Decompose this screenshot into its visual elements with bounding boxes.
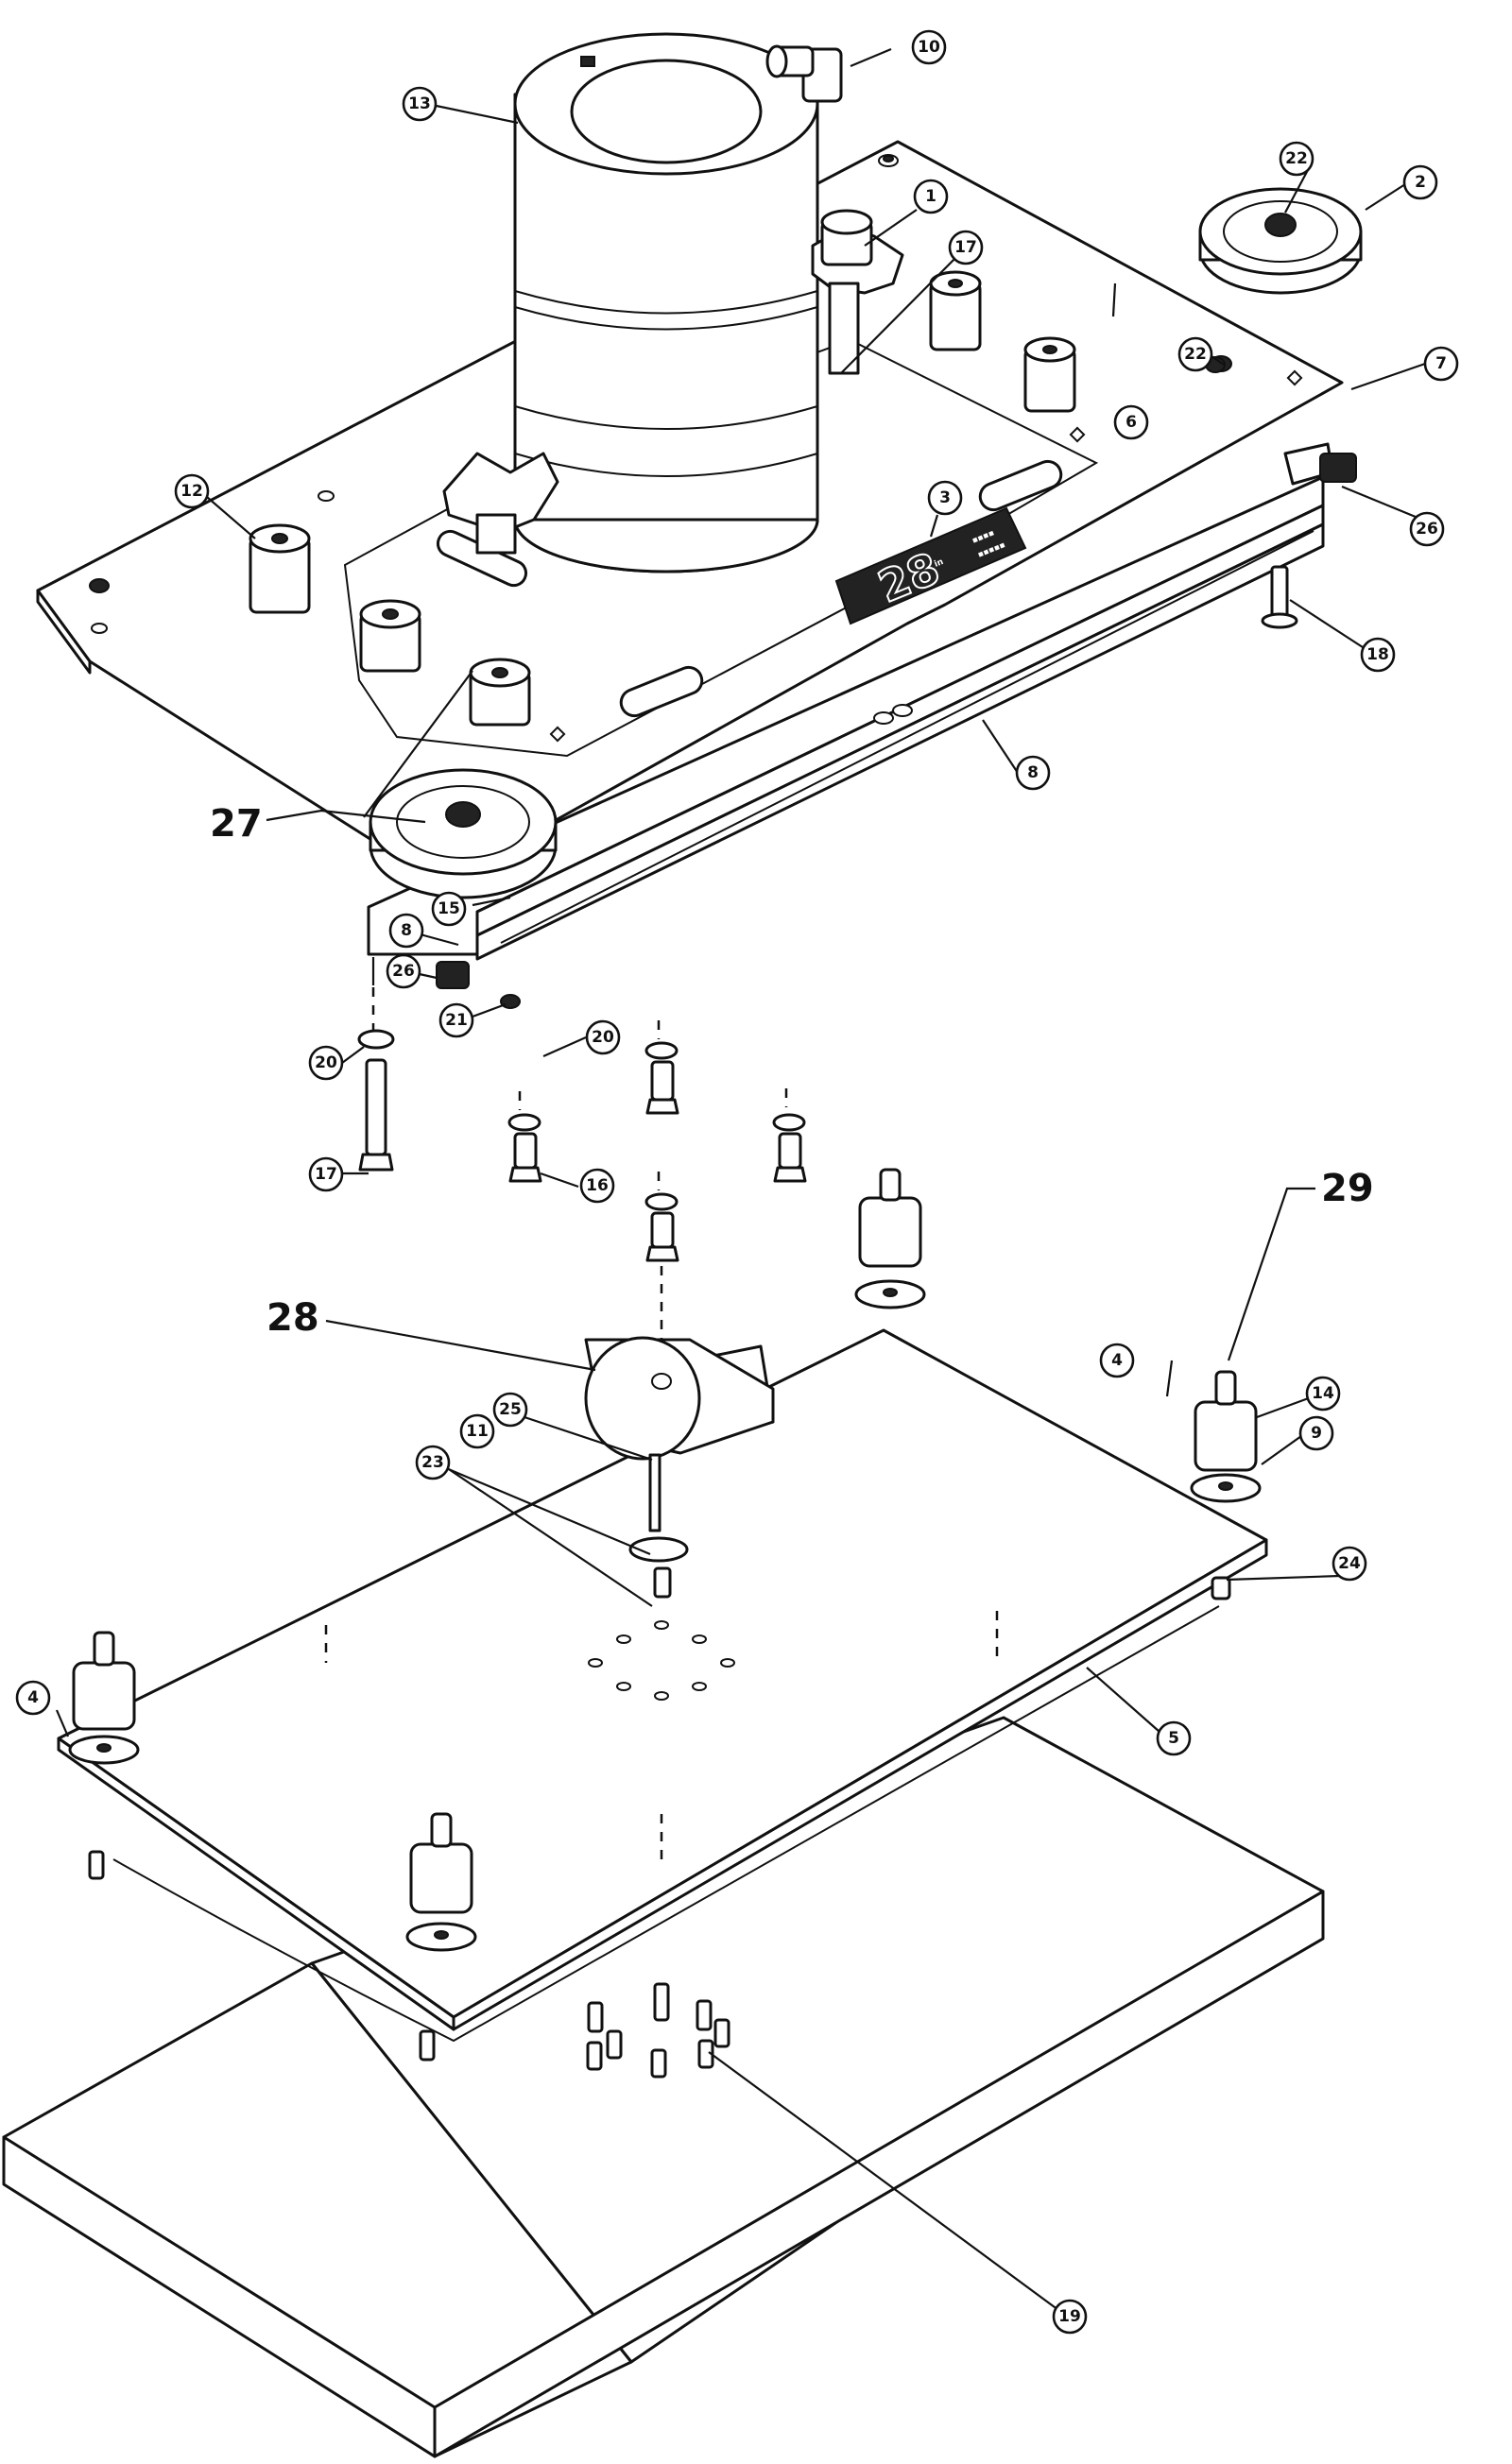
callout-20b: 20 — [585, 1019, 621, 1055]
callout-4a: 4 — [1099, 1343, 1135, 1378]
callout-22a: 22 — [1279, 141, 1314, 177]
lower-plate — [57, 1328, 1268, 2043]
callout-14: 14 — [1305, 1376, 1341, 1412]
nameplate-unit: in — [933, 557, 945, 570]
callout-23: 23 — [415, 1445, 451, 1480]
callout-17b: 17 — [308, 1156, 344, 1192]
foot-left — [68, 1631, 140, 1765]
callout-25: 25 — [492, 1392, 528, 1428]
callout-label: 17 — [315, 1165, 337, 1184]
callout-1: 1 — [913, 179, 949, 214]
callout-label: 22 — [1285, 149, 1308, 168]
clamp-knob-left — [442, 452, 559, 555]
callout-17a: 17 — [948, 230, 984, 265]
callout-label: 19 — [1058, 2307, 1081, 2326]
callout-label: 9 — [1311, 1424, 1322, 1443]
callout-12: 12 — [174, 473, 210, 509]
pulley-right — [1198, 187, 1363, 295]
callout-7: 7 — [1423, 346, 1459, 382]
callout-label: 8 — [1027, 763, 1039, 782]
gear-motor — [584, 1336, 775, 1599]
callout-label: 4 — [1111, 1351, 1123, 1370]
callout-label: 14 — [1312, 1384, 1334, 1403]
foot-right — [1190, 1370, 1262, 1503]
callout-16: 16 — [579, 1168, 615, 1204]
foot-front — [405, 1812, 477, 1952]
callout-label: 6 — [1125, 413, 1137, 432]
callout-label: 24 — [1338, 1554, 1361, 1573]
callout-label: 2 — [1415, 173, 1426, 192]
elbow-fitting — [765, 44, 843, 103]
callout-20a: 20 — [308, 1045, 344, 1081]
callout-5: 5 — [1156, 1720, 1192, 1756]
callout-label: 11 — [466, 1422, 489, 1441]
callout-15: 15 — [431, 891, 467, 927]
callout-label: 10 — [918, 38, 940, 57]
callout-label: 1 — [925, 187, 936, 206]
callout-label: 4 — [27, 1688, 39, 1707]
callout-8b: 8 — [388, 913, 424, 949]
callout-label: 26 — [1416, 520, 1438, 539]
callout-18: 18 — [1360, 637, 1396, 673]
callout-9: 9 — [1298, 1415, 1334, 1451]
callout-label: 8 — [401, 921, 412, 940]
callout-3: 3 — [927, 480, 963, 516]
callout-6: 6 — [1113, 404, 1149, 440]
callout-label: 20 — [592, 1028, 614, 1047]
plain-labels: 27 28 29 — [210, 802, 1374, 1340]
posts — [249, 209, 1076, 727]
callout-4b: 4 — [15, 1680, 51, 1716]
label-28: 28 — [266, 1296, 319, 1340]
pulley-left — [369, 768, 558, 899]
leader-lines — [55, 47, 1428, 2311]
scale-rail — [367, 442, 1334, 961]
callout-21: 21 — [438, 1002, 474, 1038]
callouts: 1 2 3 4 4 5 6 7 8 8 9 10 11 12 13 14 15 … — [15, 29, 1459, 2335]
callout-label: 18 — [1366, 645, 1389, 664]
callout-10: 10 — [911, 29, 947, 65]
bottom-screws — [88, 1576, 1231, 2079]
callout-label: 25 — [499, 1400, 522, 1419]
callout-label: 17 — [954, 238, 977, 257]
callout-label: 26 — [392, 962, 415, 981]
callout-label: 15 — [438, 899, 460, 918]
callout-label: 7 — [1435, 354, 1447, 373]
callout-26b: 26 — [386, 953, 421, 989]
callout-24: 24 — [1332, 1546, 1367, 1582]
callout-19: 19 — [1052, 2299, 1088, 2335]
callout-label: 22 — [1184, 345, 1207, 364]
mounting-bolts — [357, 987, 807, 1342]
callout-22b: 22 — [1177, 336, 1213, 372]
label-29: 29 — [1321, 1167, 1374, 1210]
callout-label: 5 — [1168, 1729, 1179, 1748]
callout-11: 11 — [459, 1413, 495, 1449]
callout-label: 3 — [939, 488, 951, 507]
bolt-circle — [588, 1620, 735, 1701]
callout-13: 13 — [402, 86, 438, 122]
motor-housing — [513, 32, 819, 573]
callout-label: 23 — [421, 1453, 444, 1472]
callout-label: 20 — [315, 1053, 337, 1072]
callout-26a: 26 — [1409, 511, 1445, 547]
callout-8a: 8 — [1015, 755, 1051, 791]
callout-label: 21 — [445, 1011, 468, 1030]
callout-2: 2 — [1402, 164, 1438, 200]
callout-label: 12 — [180, 482, 203, 501]
callout-label: 16 — [586, 1176, 609, 1195]
foot-rear — [854, 1168, 926, 1309]
callout-label: 13 — [408, 94, 431, 113]
label-27: 27 — [210, 802, 263, 846]
